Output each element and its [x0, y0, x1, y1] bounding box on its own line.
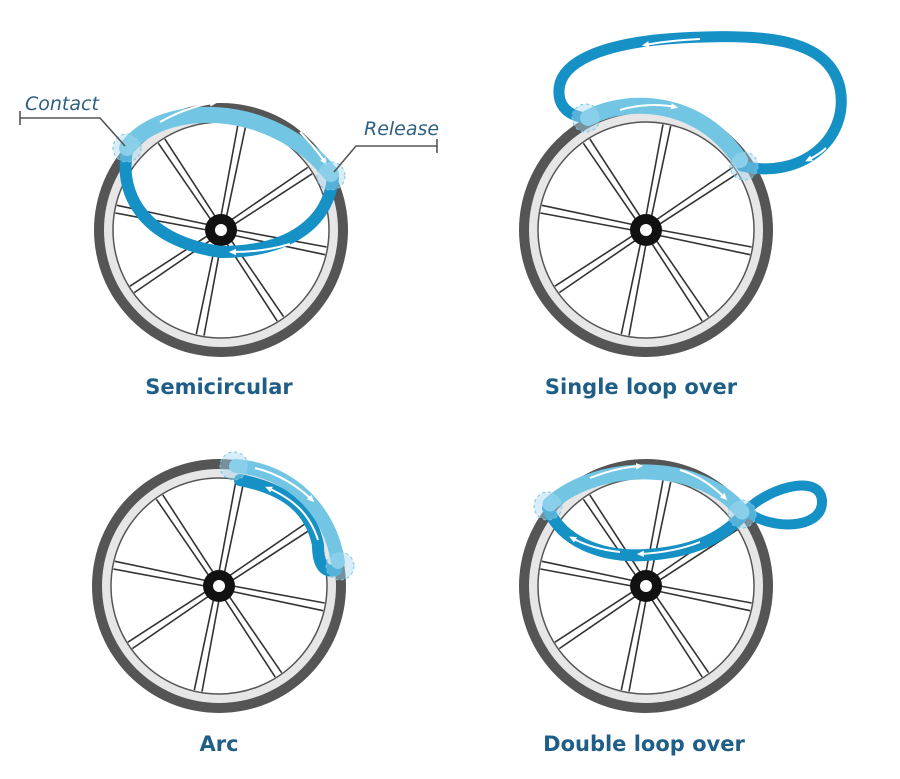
wheel-arc: Arc	[92, 451, 355, 756]
spoke	[223, 598, 276, 678]
spoke	[628, 599, 647, 692]
wheel-double-loop-over: Double loop over	[519, 459, 828, 756]
spoke	[554, 590, 634, 643]
spoke	[541, 560, 634, 582]
double-loop-push-stroke	[533, 463, 828, 562]
caption-double-loop-over: Double loop over	[543, 732, 745, 756]
spoke	[218, 480, 237, 573]
spoke	[114, 560, 207, 582]
spoke	[115, 212, 208, 231]
spoke	[655, 595, 710, 674]
spoke	[655, 239, 710, 318]
spoke	[650, 125, 672, 218]
spoke	[131, 595, 210, 650]
spoke	[201, 599, 220, 692]
spoke	[620, 598, 642, 691]
spoke	[231, 529, 311, 582]
wheel-2-body	[519, 103, 773, 357]
spoke	[558, 239, 637, 294]
contact-label: Contact	[25, 93, 100, 115]
spoke	[155, 498, 210, 577]
arc-push-stroke	[219, 451, 355, 581]
spoke	[203, 243, 222, 336]
spoke	[554, 234, 634, 287]
spoke	[540, 212, 633, 231]
spoke	[659, 585, 752, 604]
spoke	[558, 595, 637, 650]
spoke	[228, 522, 307, 577]
wheel-3-body	[92, 459, 346, 713]
contact-callout: Contact	[19, 93, 126, 147]
caption-arc: Arc	[199, 732, 238, 756]
spoke	[658, 590, 751, 612]
spoke	[655, 166, 734, 221]
spoke	[127, 590, 207, 643]
spoke	[628, 243, 647, 336]
spoke	[589, 138, 642, 218]
wheel-1-body	[94, 103, 348, 357]
spoke	[659, 229, 752, 248]
wheel-3-spokes	[113, 480, 325, 692]
spoke	[658, 173, 738, 226]
wheel-2-spokes	[540, 124, 752, 336]
semicircular-push-stroke	[112, 100, 346, 259]
spoke	[232, 585, 325, 604]
spoke	[157, 142, 212, 221]
release-callout: Release	[333, 118, 439, 173]
spoke	[220, 124, 239, 217]
spoke	[650, 242, 703, 322]
release-point-marker	[316, 161, 346, 191]
spoke	[582, 498, 637, 577]
spoke	[223, 481, 245, 574]
spoke	[582, 142, 637, 221]
spoke	[540, 568, 633, 587]
spoke	[233, 173, 313, 226]
spoke	[230, 166, 309, 221]
spoke	[164, 138, 217, 218]
single-loop-push-stroke	[553, 31, 847, 181]
spoke	[650, 598, 703, 678]
spoke	[541, 204, 634, 226]
wheel-4-body	[519, 459, 773, 713]
spoke	[658, 234, 751, 256]
wheel-semicircular: Contact Release Semicircular	[19, 93, 439, 399]
spoke	[228, 595, 283, 674]
spoke	[193, 598, 215, 691]
release-label: Release	[364, 118, 439, 140]
spoke	[225, 125, 247, 218]
spoke	[645, 124, 664, 217]
wheel-single-loop-over: Single loop over	[519, 31, 847, 399]
spoke	[162, 494, 215, 574]
caption-semicircular: Semicircular	[145, 375, 293, 399]
spoke	[195, 242, 217, 335]
spoke	[620, 242, 642, 335]
caption-single-loop-over: Single loop over	[545, 375, 738, 399]
spoke	[231, 590, 324, 612]
spoke	[113, 568, 206, 587]
